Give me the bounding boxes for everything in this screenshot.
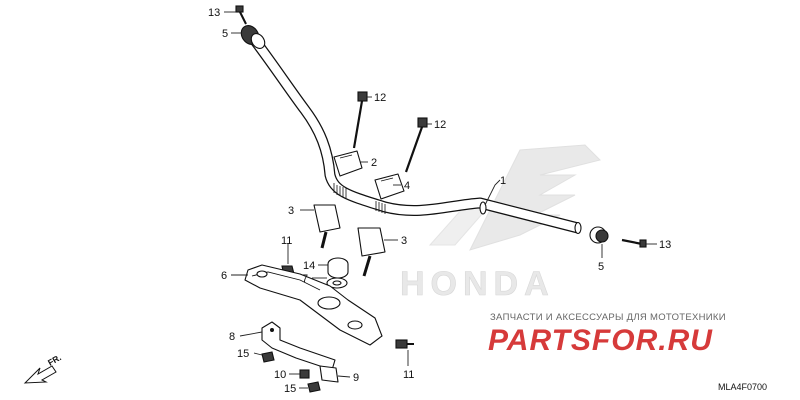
callout-15-lower: 15 (284, 383, 296, 395)
handlebar-part-1 (248, 34, 582, 235)
bar-end-weight-right (589, 226, 609, 244)
callout-labels: 13 5 12 12 2 1 4 3 3 11 14 7 6 13 5 8 15… (208, 7, 671, 395)
bar-end-weight-upper (240, 25, 266, 49)
lower-holder-3-right (357, 227, 386, 277)
site-caption: ЗАПЧАСТИ И АКСЕССУАРЫ ДЛЯ МОТОТЕХНИКИ (490, 312, 726, 323)
lower-holder-3-left (313, 204, 341, 249)
callout-6: 6 (221, 270, 227, 282)
bolt-12-left (352, 91, 368, 149)
washer-7 (326, 277, 348, 289)
bolt-11-lower (395, 339, 414, 349)
grommet-10 (299, 369, 310, 379)
callout-13-right: 13 (659, 239, 671, 251)
callout-5-right: 5 (598, 261, 604, 273)
callout-15-upper: 15 (237, 348, 249, 360)
callout-2: 2 (371, 157, 377, 169)
clip-9 (319, 365, 339, 383)
callout-1: 1 (500, 175, 506, 187)
callout-4: 4 (404, 180, 410, 192)
diagram-code: MLA4F0700 (718, 382, 767, 392)
callout-8: 8 (229, 331, 235, 343)
bolt-13-right (621, 238, 647, 248)
callout-12-left: 12 (374, 92, 386, 104)
clip-15-lower (307, 381, 321, 393)
upper-holder-2 (333, 150, 363, 177)
callout-13-upper: 13 (208, 7, 220, 19)
callout-3-right: 3 (401, 235, 407, 247)
bolt-13-upper (235, 5, 247, 25)
top-bridge-6 (244, 264, 383, 346)
callout-7: 7 (302, 273, 308, 285)
honda-wing-watermark (428, 144, 601, 251)
upper-holder-4 (374, 173, 405, 200)
callout-11-lower: 11 (403, 369, 414, 381)
front-direction-arrow: FR. (23, 352, 63, 384)
callout-14: 14 (303, 260, 315, 272)
callout-9: 9 (353, 372, 359, 384)
callout-3-left: 3 (288, 205, 294, 217)
clip-15-upper (261, 351, 275, 363)
callout-11-upper: 11 (281, 235, 292, 247)
cushion-14 (327, 257, 349, 279)
bolt-12-right (404, 117, 428, 173)
honda-brand-watermark: HONDA (400, 265, 555, 303)
cable-bracket-8 (261, 321, 336, 371)
front-label: FR. (46, 352, 63, 368)
callout-10: 10 (274, 369, 286, 381)
leader-lines (224, 11, 657, 389)
site-logo: PARTSFOR.RU (488, 324, 713, 357)
callout-5-upper: 5 (222, 28, 228, 40)
callout-12-right: 12 (434, 119, 446, 131)
